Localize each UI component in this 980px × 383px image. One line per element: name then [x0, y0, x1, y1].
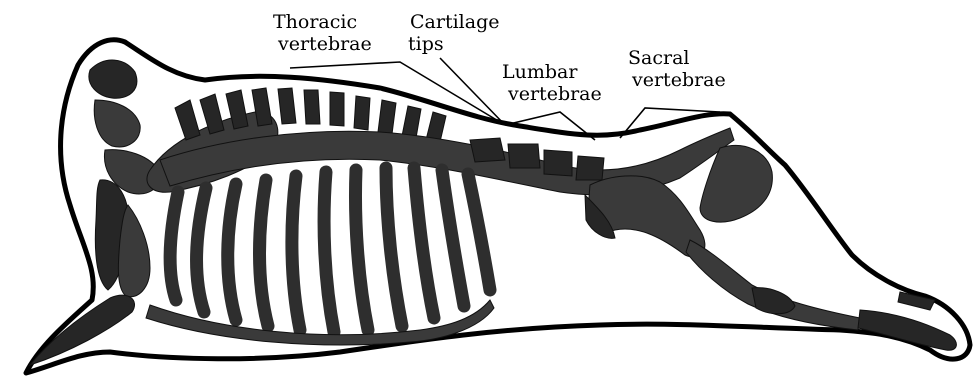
label-cartilage-tips: Cartilage tips — [408, 11, 506, 55]
label-thoracic-vertebrae: Thoracic vertebrae — [273, 11, 372, 55]
label-sacral-line1: Sacral — [628, 47, 689, 69]
label-cartilage-line2: tips — [408, 33, 444, 55]
label-lumbar-line1: Lumbar — [502, 61, 578, 83]
label-lumbar-line2: vertebrae — [507, 83, 602, 105]
label-thoracic-line1: Thoracic — [273, 11, 357, 33]
label-thoracic-line2: vertebrae — [277, 33, 372, 55]
label-lumbar-vertebrae: Lumbar vertebrae — [502, 61, 602, 105]
label-cartilage-line1: Cartilage — [410, 11, 499, 33]
label-sacral-line2: vertebrae — [631, 69, 726, 91]
label-sacral-vertebrae: Sacral vertebrae — [628, 47, 726, 91]
